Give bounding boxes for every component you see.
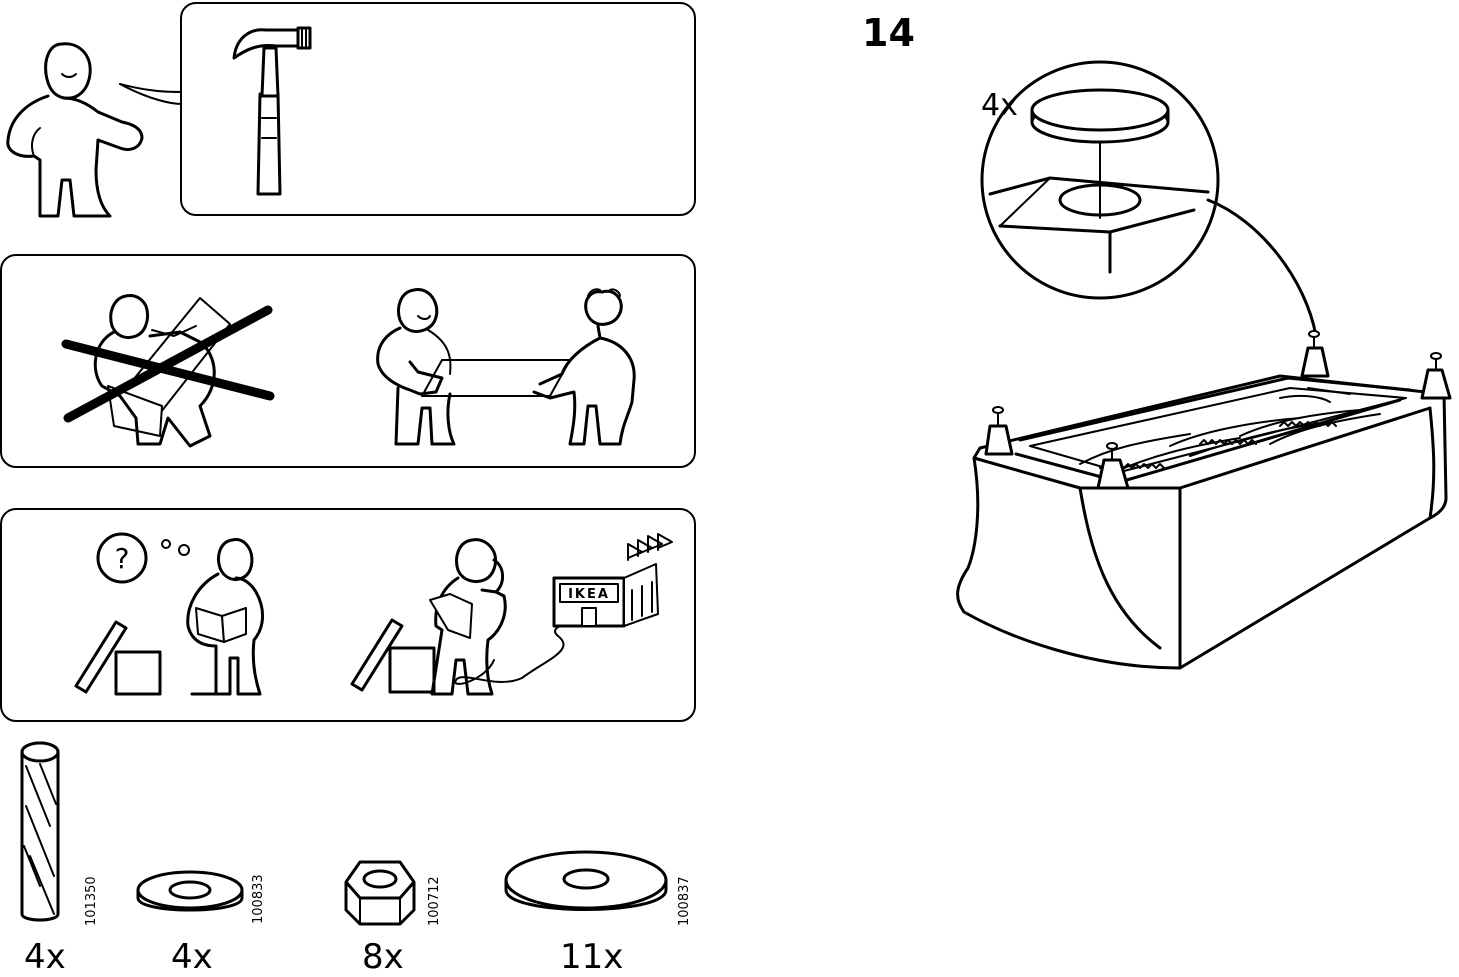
leg-back-right [1420,352,1452,400]
detail-callout [980,60,1318,338]
washer-icon [136,870,244,912]
part-code-1: 101350 [84,876,99,926]
hex-nut-icon [344,860,416,926]
leg-front-left [984,406,1014,456]
part-quantity-3: 8x [362,937,404,977]
leg-front-center [1096,442,1130,490]
part-quantity-1: 4x [24,937,66,977]
step-number: 14 [862,11,915,55]
phone-ikea-icon: IKEA [350,533,673,696]
dowel-icon [20,741,60,922]
ikea-sign-text: IKEA [568,587,610,602]
single-person-lifting-icon [61,294,275,448]
hammer-icon [232,26,312,196]
part-code-2: 100833 [251,874,266,924]
detail-quantity: 4x [981,88,1018,123]
part-code-3: 100712 [427,876,442,926]
part-quantity-4: 11x [560,937,624,977]
large-washer-icon [504,850,668,911]
person-pointing-icon [6,42,183,218]
part-quantity-2: 4x [171,937,213,977]
sofa-base-upside-down-icon [956,330,1452,670]
question-person-icon: ? [74,532,264,696]
two-people-lifting-icon [376,288,636,446]
leg-back-left [1300,330,1330,378]
svg-text:?: ? [115,542,130,575]
part-code-4: 100837 [677,876,692,926]
